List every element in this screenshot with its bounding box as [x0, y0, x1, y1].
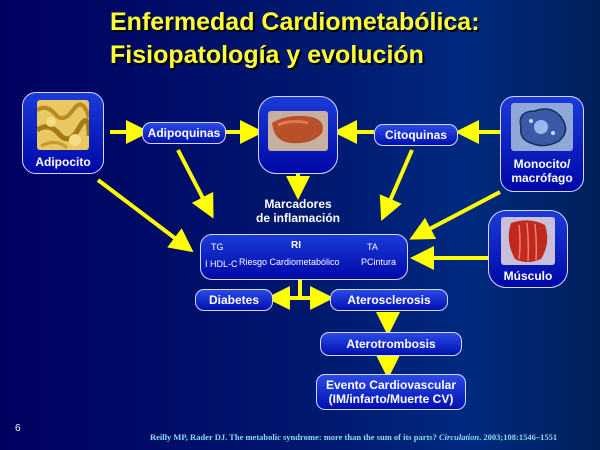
- macrophage-image: [511, 103, 573, 151]
- hdl-label: I HDL-C: [205, 259, 238, 269]
- evento-line2: (IM/infarto/Muerte CV): [328, 392, 454, 406]
- cintura-label: PCintura: [361, 257, 397, 267]
- slide-number: 6: [15, 423, 21, 434]
- adipocito-label: Adipocito: [35, 155, 91, 169]
- aterosclerosis-box: Aterosclerosis: [330, 289, 448, 311]
- title-line-2: Fisiopatología y evolución: [110, 41, 424, 69]
- monocito-card: Monocito/ macrófago: [500, 96, 584, 192]
- citoquinas-box: Citoquinas: [374, 124, 458, 146]
- reference-citation: Reilly MP, Rader DJ. The metabolic syndr…: [150, 432, 557, 442]
- monocito-label-line1: Monocito/: [513, 157, 571, 171]
- aterotrombosis-box: Aterotrombosis: [320, 332, 462, 356]
- slide-title: Enfermedad Cardiometabólica: Fisiopatolo…: [110, 6, 590, 72]
- liver-card: [258, 96, 338, 174]
- ri-label: RI: [291, 240, 301, 251]
- ta-label: TA: [367, 242, 378, 252]
- adipocito-card: Adipocito: [22, 92, 104, 174]
- arrow-adipoquinas-riskbox: [176, 149, 214, 219]
- reference-journal: Circulation: [439, 432, 480, 442]
- evento-cardiovascular-box: Evento Cardiovascular (IM/infarto/Muerte…: [316, 374, 466, 410]
- reference-details: . 2003;108:1546–1551: [479, 432, 558, 442]
- musculo-label: Músculo: [503, 269, 553, 283]
- evento-line1: Evento Cardiovascular: [325, 378, 457, 392]
- arrow-monocito-riskbox: [409, 190, 501, 240]
- liver-image: [268, 111, 328, 151]
- tg-label: TG: [211, 242, 224, 252]
- muscle-image: [501, 217, 555, 265]
- monocito-label: Monocito/ macrófago: [501, 157, 583, 185]
- marcadores-line2: de inflamación: [255, 211, 341, 225]
- adipose-tissue-image: [37, 100, 89, 150]
- arrow-citoquinas-riskbox: [379, 149, 414, 222]
- riesgo-cardiometabolico-box: TG RI TA I HDL-C Riesgo Cardiometabólico…: [200, 234, 408, 280]
- reference-authors: Reilly MP, Rader DJ. The metabolic syndr…: [150, 432, 439, 442]
- arrow-adipocito-riskbox: [96, 178, 194, 253]
- marcadores-label: Marcadores de inflamación: [238, 197, 358, 225]
- musculo-card: Músculo: [488, 210, 568, 288]
- marcadores-line1: Marcadores: [264, 197, 332, 211]
- riesgo-label: Riesgo Cardiometabólico: [239, 257, 340, 267]
- monocito-label-line2: macrófago: [511, 171, 573, 185]
- adipoquinas-box: Adipoquinas: [142, 122, 226, 144]
- title-line-1: Enfermedad Cardiometabólica:: [110, 8, 480, 36]
- diabetes-box: Diabetes: [195, 289, 273, 311]
